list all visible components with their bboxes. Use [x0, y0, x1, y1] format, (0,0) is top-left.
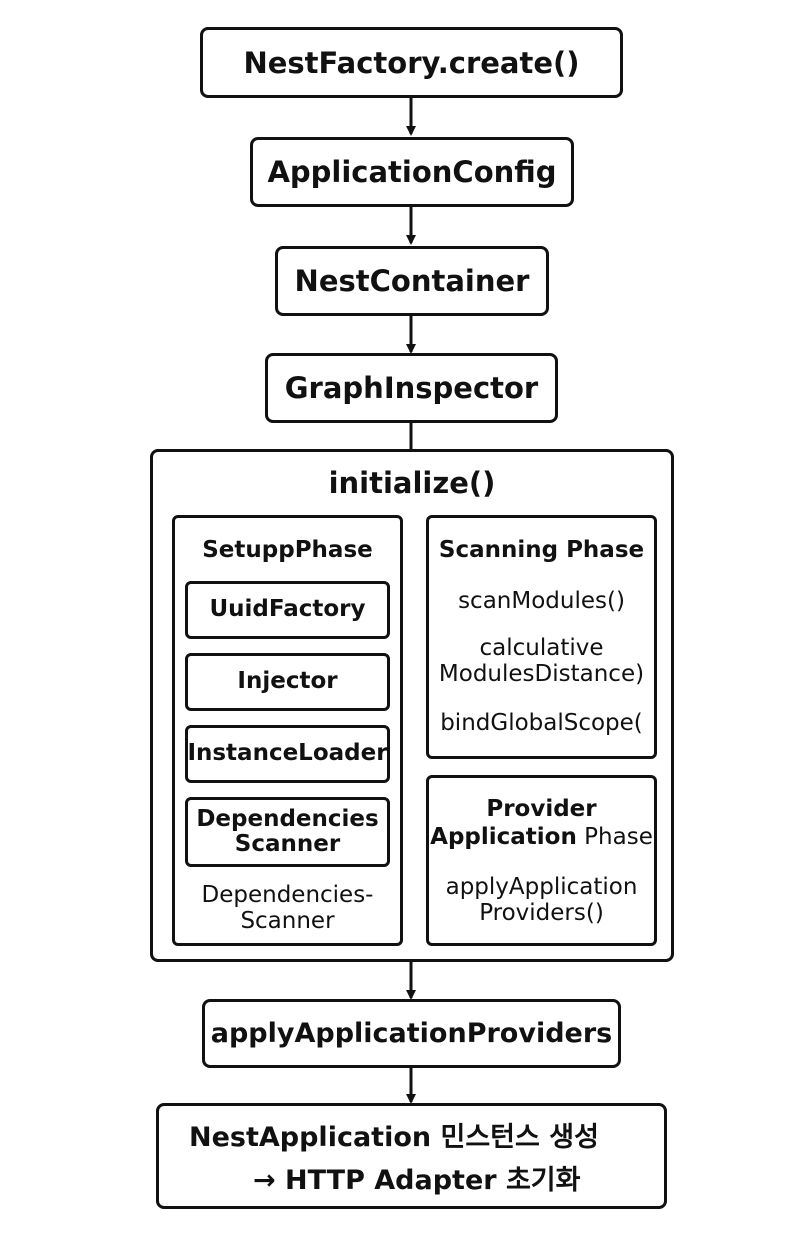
- nest-application-result-line2: → HTTP Adapter 초기화: [253, 1165, 581, 1196]
- uuid-factory-label: UuidFactory: [209, 596, 366, 623]
- setup-phase-panel: SetuppPhase UuidFactory Injector Instanc…: [172, 515, 403, 946]
- nest-container-label: NestContainer: [294, 264, 530, 298]
- bind-global-scope-step: bindGlobalScope(: [440, 710, 643, 736]
- dependencies-scanner-note-line1: Dependencies-: [201, 882, 374, 908]
- provider-application-phase-panel: Provider Application Phase applyApplicat…: [426, 775, 657, 946]
- scan-modules-step: scanModules(): [458, 588, 625, 614]
- apply-application-providers-box: applyApplicationProviders: [202, 999, 621, 1068]
- calculate-modules-distance-step: calculative ModulesDistance): [429, 635, 654, 688]
- graph-inspector-box: GraphInspector: [265, 353, 558, 423]
- injector-label: Injector: [237, 668, 338, 695]
- uuid-factory-box: UuidFactory: [185, 581, 390, 639]
- scanning-phase-panel: Scanning Phase scanModules() calculative…: [426, 515, 657, 759]
- apply-application-providers-step-line1: applyApplication: [445, 874, 638, 900]
- apply-application-providers-step: applyApplication Providers(): [429, 874, 654, 927]
- graph-inspector-label: GraphInspector: [284, 371, 539, 405]
- scanning-phase-title: Scanning Phase: [438, 537, 645, 563]
- apply-application-providers-label: applyApplicationProviders: [210, 1018, 613, 1049]
- provider-phase-title-application: Application: [430, 823, 577, 850]
- provider-phase-title-line2: Application Phase: [429, 824, 654, 852]
- nest-factory-create-box: NestFactory.create(): [200, 27, 623, 98]
- nest-factory-create-label: NestFactory.create(): [243, 45, 580, 80]
- calculate-modules-distance-line1: calculative: [479, 635, 604, 661]
- provider-phase-title-line1: Provider: [486, 796, 597, 822]
- dependencies-scanner-label-line2: Scanner: [234, 831, 341, 857]
- nest-container-box: NestContainer: [275, 246, 549, 316]
- dependencies-scanner-box: Dependencies Scanner: [185, 797, 390, 867]
- setup-phase-title: SetuppPhase: [202, 537, 373, 563]
- dependencies-scanner-label-line1: Dependencies: [196, 805, 379, 832]
- provider-application-phase-title: Provider Application Phase: [429, 796, 654, 851]
- initialize-container: initialize() SetuppPhase UuidFactory Inj…: [150, 449, 674, 962]
- initialize-title: initialize(): [328, 466, 496, 500]
- application-config-label: ApplicationConfig: [267, 155, 557, 189]
- calculate-modules-distance-line2: ModulesDistance): [438, 661, 645, 688]
- nest-application-result-box: NestApplication 민스턴스 생성 → HTTP Adapter 초…: [156, 1103, 667, 1209]
- application-config-box: ApplicationConfig: [250, 137, 574, 207]
- dependencies-scanner-note-line2: Scanner: [240, 908, 335, 935]
- instance-loader-box: InstanceLoader: [185, 725, 390, 783]
- dependencies-scanner-note: Dependencies- Scanner: [175, 882, 400, 935]
- nest-application-result-line1: NestApplication 민스턴스 생성: [189, 1122, 599, 1153]
- instance-loader-label: InstanceLoader: [187, 740, 388, 767]
- apply-application-providers-step-line2: Providers(): [479, 900, 604, 927]
- provider-phase-title-phase: Phase: [576, 823, 653, 850]
- injector-box: Injector: [185, 653, 390, 711]
